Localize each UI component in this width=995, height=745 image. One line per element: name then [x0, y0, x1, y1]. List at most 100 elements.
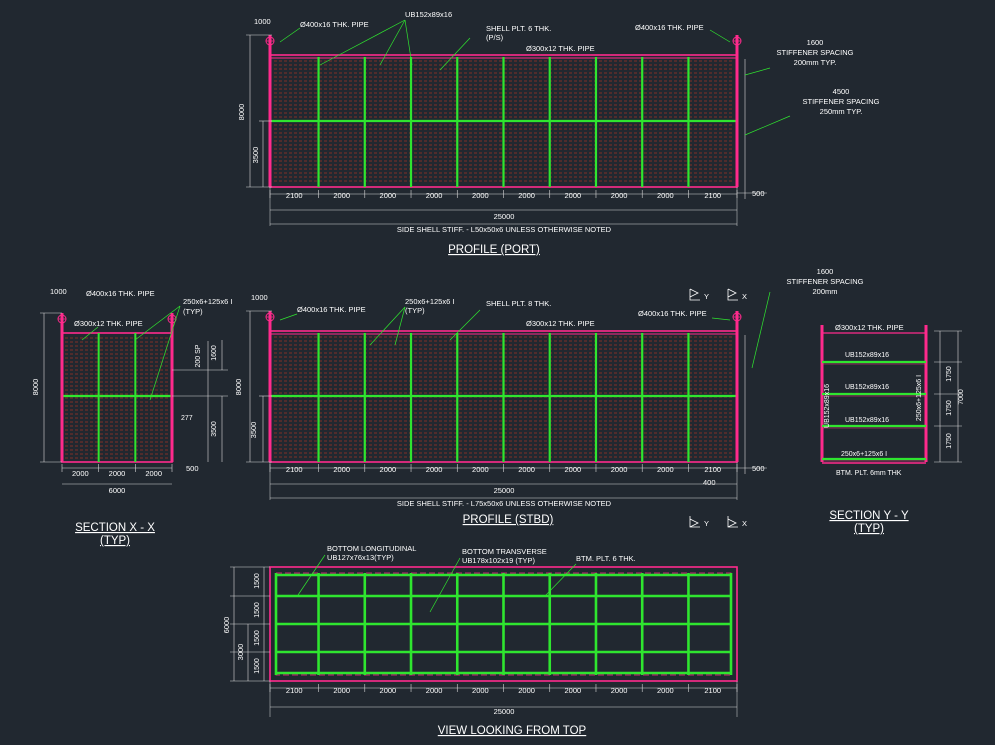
label-long-1: BOTTOM LONGITUDINAL	[327, 544, 416, 553]
label-top-pipe: Ø300x12 THK. PIPE	[526, 319, 595, 328]
dim-top-left: 1000	[251, 293, 268, 302]
stiffener-note: SIDE SHELL STIFF. - L50x50x6 UNLESS OTHE…	[397, 225, 612, 234]
label-pipe: Ø400x16 THK. PIPE	[86, 289, 155, 298]
label-side-right: 250x6+125x6 I	[916, 375, 923, 421]
leader-line	[81, 326, 99, 341]
label-long-2: UB127x76x13(TYP)	[327, 553, 394, 562]
span-dim-label: 2000	[472, 191, 489, 200]
beam-label-3: UB152x89x16	[845, 417, 889, 424]
leader-line	[379, 19, 406, 66]
span-dim-label: 2000	[657, 465, 674, 474]
label-side-left: UB152x89x16	[824, 384, 831, 428]
dim-width: 6000	[222, 617, 231, 634]
section-arrow-icon	[689, 516, 700, 528]
label-trans-1: BOTTOM TRANSVERSE	[462, 547, 547, 556]
dim-lower: 3500	[251, 147, 260, 164]
view-subtitle: (TYP)	[100, 535, 130, 547]
span-dim-label: 2000	[426, 191, 443, 200]
leader-line	[279, 27, 301, 43]
label-beam-2: (TYP)	[405, 306, 425, 315]
profile-port-structure	[246, 19, 791, 199]
span-dim-label: 2000	[472, 465, 489, 474]
top-view: BOTTOM LONGITUDINAL UB127x76x13(TYP) BOT…	[222, 544, 738, 737]
dim-sp: 200 SP	[195, 344, 202, 367]
span-dim-label: 2000	[380, 686, 397, 695]
marker-y: Y	[704, 292, 709, 301]
label-top-pipe: Ø300x12 THK. PIPE	[74, 319, 143, 328]
view-subtitle: (TYP)	[854, 523, 884, 535]
span-dim-label: 2000	[611, 686, 628, 695]
stiffener-spacing: 200mm	[812, 287, 837, 296]
leader-line	[744, 115, 791, 136]
stiffener-1-text: STIFFENER SPACING	[777, 48, 854, 57]
label-shell-1: SHELL PLT. 6 THK.	[486, 24, 551, 33]
dim-left-4: 1500	[254, 658, 261, 674]
stiffener-2-value: 4500	[833, 87, 850, 96]
section-marker-top: Y X	[689, 288, 747, 301]
span-dim-label: 2000	[611, 191, 628, 200]
leader-line	[439, 37, 471, 71]
leader-line	[744, 67, 771, 76]
dim-total: 25000	[494, 707, 515, 716]
label-shell: SHELL PLT. 8 THK.	[486, 299, 551, 308]
span-dim-label: 2000	[145, 469, 162, 478]
stiffener-1-spacing: 200mm TYP.	[794, 58, 837, 67]
leader-line	[711, 317, 731, 321]
dim-top-left: 1000	[254, 17, 271, 26]
view-title: SECTION X - X	[75, 522, 155, 534]
label-top-pipe: Ø300x12 THK. PIPE	[526, 44, 595, 53]
marker-x: X	[742, 292, 747, 301]
span-dim-label: 2000	[380, 465, 397, 474]
section-yy-structure	[820, 325, 962, 464]
dim-500: 500	[752, 189, 765, 198]
view-title: PROFILE (PORT)	[448, 244, 540, 256]
profile-port-view: 1000 Ø400x16 THK. PIPE UB152x89x16 SHELL…	[237, 10, 880, 256]
leader-line	[134, 305, 181, 341]
label-ub: UB152x89x16	[405, 10, 452, 19]
leader-line	[319, 19, 406, 66]
stiffener-2-text: STIFFENER SPACING	[803, 97, 880, 106]
span-dimensions: 2000 2000 2000	[61, 464, 173, 485]
dim-3000: 3000	[236, 644, 245, 661]
span-dim-label: 2000	[565, 465, 582, 474]
label-pipe-left: Ø400x16 THK. PIPE	[297, 305, 366, 314]
section-yy-view: Ø300x12 THK. PIPE UB152x89x16 UB152x89x1…	[820, 323, 965, 535]
dim-400: 400	[703, 478, 716, 487]
dim-1750-a: 1750	[946, 366, 953, 382]
dim-total: 25000	[494, 212, 515, 221]
leader-line	[149, 305, 181, 401]
dim-lower: 3500	[249, 422, 258, 439]
label-trans-2: UB178x102x19 (TYP)	[462, 556, 535, 565]
span-dim-label: 2000	[518, 686, 535, 695]
section-arrow-icon	[689, 288, 700, 301]
section-arrow-icon	[727, 288, 738, 301]
label-beam-2: (TYP)	[183, 307, 203, 316]
span-dim-label: 2100	[286, 465, 303, 474]
label-plate: BTM. PLT. 6 THK.	[576, 554, 636, 563]
dim-1750-c: 1750	[946, 433, 953, 449]
dim-1750-b: 1750	[946, 400, 953, 416]
view-title: VIEW LOOKING FROM TOP	[438, 725, 587, 737]
span-dim-label: 2000	[565, 686, 582, 695]
section-arrow-icon	[727, 516, 738, 528]
dim-3500: 3500	[211, 421, 218, 437]
span-dim-label: 2000	[109, 469, 126, 478]
span-dim-label: 2000	[657, 686, 674, 695]
leader-line	[751, 291, 771, 369]
label-shell-2: (P/S)	[486, 33, 504, 42]
label-beam-1: 250x6+125x6 I	[405, 297, 454, 306]
section-xx-structure	[40, 305, 228, 463]
leader-line	[279, 313, 298, 321]
leader-line	[429, 557, 461, 613]
beam-label-1: UB152x89x16	[845, 352, 889, 359]
span-dim-label: 2000	[426, 686, 443, 695]
leader-line	[544, 563, 577, 597]
label-pipe-left: Ø400x16 THK. PIPE	[300, 20, 369, 29]
marker-x-bottom: X	[742, 519, 747, 528]
span-dim-label: 2000	[518, 191, 535, 200]
leader-line	[297, 554, 326, 596]
label-bottom-plate: BTM. PLT. 6mm THK	[836, 470, 902, 477]
span-dim-label: 2000	[72, 469, 89, 478]
